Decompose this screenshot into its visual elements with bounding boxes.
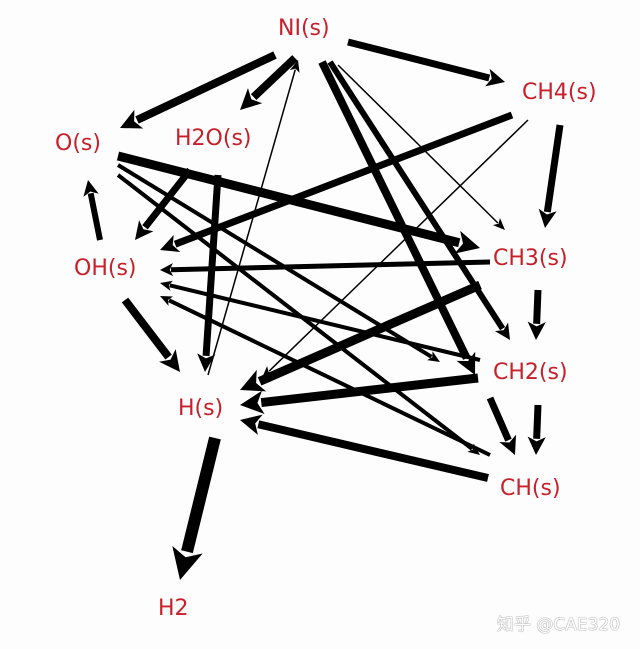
reaction-edge: [318, 60, 471, 360]
reaction-edge: [142, 167, 193, 230]
reaction-edge: [168, 298, 491, 457]
reaction-edge: [173, 111, 514, 248]
arrowhead-icon: [492, 218, 505, 230]
arrowhead-icon: [289, 60, 300, 73]
arrowhead-icon: [456, 351, 476, 375]
species-node-h2: H2: [158, 596, 189, 621]
arrowhead-icon: [197, 353, 216, 372]
arrowhead-icon: [160, 280, 173, 291]
watermark: 知乎 @CAE320: [497, 615, 621, 635]
reaction-edge: [116, 151, 461, 248]
arrowhead-icon: [427, 351, 440, 362]
reaction-edge: [87, 192, 103, 241]
arrowhead-icon: [485, 68, 505, 87]
reaction-edge: [486, 396, 512, 442]
species-node-ni: NI(s): [278, 16, 330, 41]
reaction-edge: [202, 174, 222, 357]
reaction-edge: [121, 297, 172, 360]
reaction-edge: [170, 259, 491, 273]
reaction-edge: [337, 64, 499, 224]
arrowhead-icon: [160, 263, 174, 277]
reaction-edge: [543, 124, 564, 213]
reaction-edge: [260, 373, 479, 408]
arrowhead-icon: [83, 180, 99, 197]
arrowhead-icon: [240, 369, 267, 392]
reaction-edge: [135, 51, 277, 124]
reaction-edge: [207, 69, 296, 376]
arrowhead-icon: [240, 88, 263, 110]
arrowhead-icon: [240, 414, 263, 435]
reaction-edge: [181, 436, 221, 554]
arrowhead-icon: [160, 234, 181, 252]
reaction-edge: [268, 119, 529, 372]
arrowhead-icon: [494, 322, 510, 340]
arrowhead-icon: [499, 434, 517, 455]
arrowhead-icon: [538, 208, 557, 228]
species-node-ch2: CH2(s): [493, 360, 568, 385]
arrowhead-icon: [135, 220, 154, 240]
species-node-oh: OH(s): [74, 256, 137, 281]
species-node-ch: CH(s): [500, 476, 561, 501]
arrowhead-icon: [527, 436, 546, 455]
arrowhead-icon: [120, 109, 144, 129]
reaction-edge: [257, 420, 489, 482]
species-node-o: O(s): [55, 131, 101, 156]
arrowhead-icon: [240, 390, 265, 414]
reaction-edge: [347, 38, 491, 82]
reaction-edge: [257, 280, 482, 386]
reaction-edge: [169, 283, 481, 362]
species-node-h2o: H2O(s): [175, 126, 252, 151]
reaction-edge: [116, 173, 474, 451]
reaction-edge: [250, 55, 298, 100]
arrowhead-icon: [454, 230, 480, 254]
arrowhead-icon: [172, 545, 203, 580]
reaction-edge: [533, 289, 542, 324]
species-node-h: H(s): [178, 396, 224, 421]
arrowhead-icon: [159, 349, 180, 372]
reaction-edge: [533, 404, 542, 439]
species-node-ch4: CH4(s): [522, 80, 597, 105]
arrowhead-icon: [527, 321, 546, 340]
arrowhead-icon: [160, 296, 174, 306]
species-node-ch3: CH3(s): [493, 246, 568, 271]
